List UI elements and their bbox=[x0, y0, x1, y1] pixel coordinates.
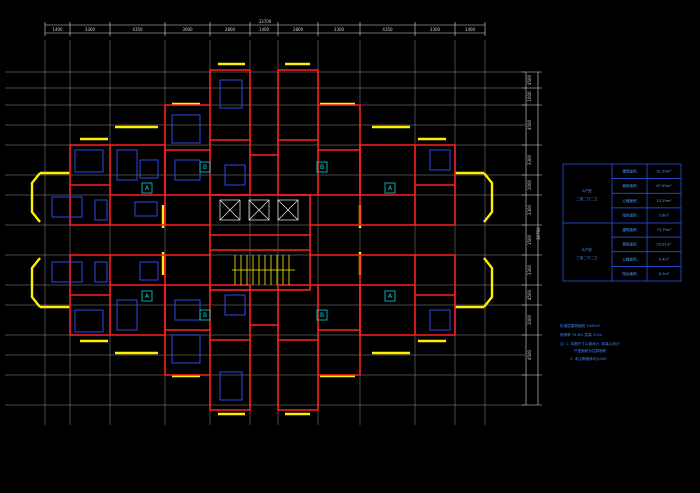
unit-tag-box bbox=[316, 161, 328, 173]
right-dim-label: 4500 bbox=[527, 289, 532, 300]
right-dim-label: 1000 bbox=[527, 179, 532, 190]
schedule-item: 阳台面积 bbox=[622, 271, 637, 276]
unit-tag-box bbox=[384, 290, 396, 302]
walls bbox=[69, 69, 456, 411]
unit-tag-label: B bbox=[320, 164, 324, 171]
right-dim-label: 4500 bbox=[527, 349, 532, 360]
axis-grid bbox=[5, 40, 525, 425]
note-2: 得房率 74.6% 层高 3.0m bbox=[560, 332, 603, 337]
note-4: 户型面积为估算面积 bbox=[574, 348, 607, 353]
schedule-value: 67.55m² bbox=[656, 184, 672, 188]
stair-treads bbox=[232, 255, 295, 285]
type-a-sub: 二室二厅二卫 bbox=[576, 196, 598, 201]
schedule-value: 9.4m² bbox=[659, 257, 670, 261]
unit-tag-box bbox=[199, 161, 211, 173]
unit-tag-box bbox=[141, 290, 153, 302]
schedule-item: 公摊面积 bbox=[622, 198, 637, 203]
schedule-item: 公摊面积 bbox=[622, 256, 637, 261]
right-dim-label: 4500 bbox=[527, 119, 532, 130]
schedule-value: 91.59m² bbox=[656, 170, 672, 174]
top-dim-label: 1400 bbox=[465, 27, 476, 32]
schedule-value: 73.79m² bbox=[656, 228, 672, 232]
type-b-label: B户型 bbox=[582, 247, 592, 252]
schedule-item: 建筑面积 bbox=[622, 227, 637, 232]
top-dim-label: 3300 bbox=[430, 27, 441, 32]
top-dim-label: 4350 bbox=[382, 27, 393, 32]
top-dim-label: 2800 bbox=[293, 27, 304, 32]
right-dim-label: 1000 bbox=[527, 314, 532, 325]
unit-tag-box bbox=[141, 182, 153, 194]
schedule-item: 使用面积 bbox=[622, 242, 637, 247]
schedule-value: 53.91m² bbox=[656, 243, 672, 247]
windows-balconies bbox=[30, 62, 494, 416]
core-details bbox=[219, 199, 299, 221]
unit-tag-label: A bbox=[388, 293, 393, 300]
overall-width-label: 33700 bbox=[259, 19, 272, 24]
area-schedule bbox=[562, 163, 682, 282]
schedule-item: 阳台面积 bbox=[622, 212, 637, 217]
right-dim-label: 3300 bbox=[527, 204, 532, 215]
unit-tag-box bbox=[316, 309, 328, 321]
schedule-value: 8.2m² bbox=[659, 272, 670, 276]
unit-tag-box bbox=[199, 309, 211, 321]
unit-tag-label: B bbox=[203, 312, 207, 319]
unit-tag-box bbox=[384, 182, 396, 194]
unit-tag-label: B bbox=[203, 164, 207, 171]
top-dim-label: 3300 bbox=[334, 27, 345, 32]
schedule-value: 15.29m² bbox=[656, 199, 672, 203]
top-dimension-chain: 33700 1400 3300 4350 3000 2800 1400 2800 3300 43… bbox=[44, 19, 486, 36]
top-dim-label: 3300 bbox=[85, 27, 96, 32]
top-dim-label: 1400 bbox=[52, 27, 63, 32]
right-total-label: 30700 bbox=[536, 227, 541, 240]
note-3: 注: 1. 本图尺寸以毫米计, 标高以米计 bbox=[560, 341, 620, 346]
top-dim-label: 4350 bbox=[132, 27, 143, 32]
drawing-notes: 标准层建筑面积 1040m² 得房率 74.6% 层高 3.0m 注: 1. 本… bbox=[560, 323, 620, 361]
note-1: 标准层建筑面积 1040m² bbox=[560, 323, 601, 328]
right-dim-label: 3300 bbox=[527, 154, 532, 165]
unit-tag-label: A bbox=[145, 185, 150, 192]
schedule-item: 使用面积 bbox=[622, 183, 637, 188]
type-a-label: A户型 bbox=[582, 188, 592, 193]
schedule-value: 3.6m² bbox=[659, 213, 670, 217]
right-dim-label: 1000 bbox=[527, 91, 532, 102]
right-dim-label: 1500 bbox=[527, 234, 532, 245]
note-5: 2. 未注明墙体均为240 bbox=[570, 356, 607, 361]
top-dim-label: 2800 bbox=[225, 27, 236, 32]
unit-tag-label: A bbox=[388, 185, 393, 192]
schedule-item: 建筑面积 bbox=[622, 169, 637, 174]
right-dim-label: 3300 bbox=[527, 264, 532, 275]
unit-tags: A A A A B B B B bbox=[141, 161, 396, 321]
unit-tag-label: B bbox=[320, 312, 324, 319]
unit-tag-label: A bbox=[145, 293, 150, 300]
right-dimension-chain: 30700 4500 1000 4500 3300 1000 3300 1500 3300 45… bbox=[522, 71, 542, 406]
top-dim-label: 3000 bbox=[182, 27, 193, 32]
right-dim-label: 4500 bbox=[527, 74, 532, 85]
type-b-sub: 三室二厅二卫 bbox=[576, 255, 598, 260]
top-dim-label: 1400 bbox=[259, 27, 270, 32]
